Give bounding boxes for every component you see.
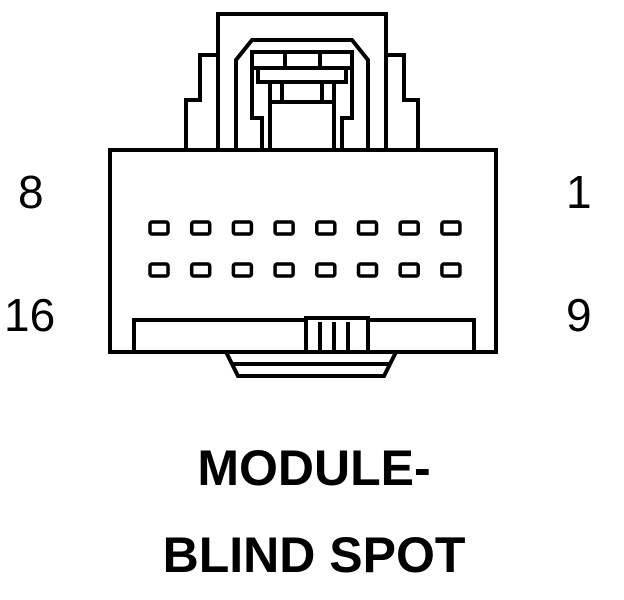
pin-cavity <box>148 220 170 236</box>
caption-line-2: BLIND SPOT <box>163 527 466 583</box>
pin-cavity <box>273 262 295 278</box>
pin-cavity <box>440 262 462 278</box>
pin-cavity <box>356 262 379 278</box>
connector-pins <box>148 220 462 278</box>
pin-cavity <box>148 262 170 278</box>
connector-latch <box>184 12 420 150</box>
pin-label-top-right: 1 <box>566 166 592 218</box>
pin-cavity <box>189 262 212 278</box>
pin-label-top-left: 8 <box>18 166 44 218</box>
pin-cavity <box>189 220 212 236</box>
pin-cavity <box>231 220 254 236</box>
pin-cavity <box>440 220 462 236</box>
pin-label-bottom-right: 9 <box>566 289 592 341</box>
connector-body <box>108 148 498 378</box>
pin-cavity <box>315 220 337 236</box>
pin-cavity <box>356 220 379 236</box>
pin-cavity <box>315 262 337 278</box>
pin-cavity <box>273 220 295 236</box>
pin-cavity <box>398 220 420 236</box>
pin-label-bottom-left: 16 <box>4 289 55 341</box>
caption-line-1: MODULE- <box>197 440 430 496</box>
pin-cavity <box>231 262 254 278</box>
pin-cavity <box>398 262 420 278</box>
